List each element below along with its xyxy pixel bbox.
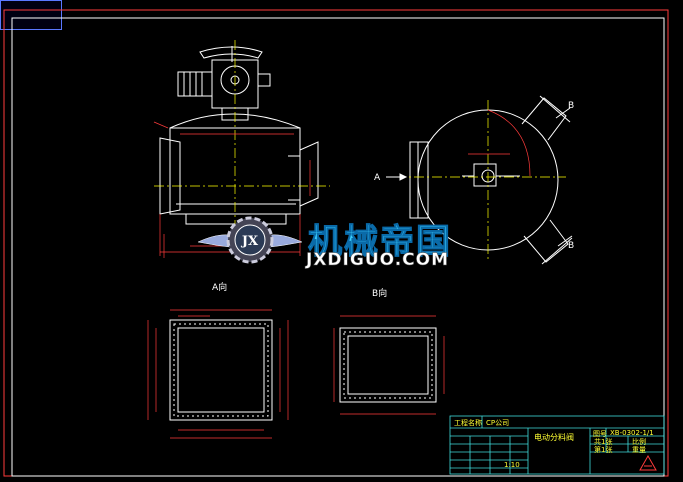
title-block <box>449 415 665 475</box>
side-dimensions <box>468 109 531 177</box>
actuator-motor <box>177 71 213 97</box>
project-value: CP公司 <box>486 419 510 427</box>
scale-value: 1:10 <box>504 461 520 469</box>
side-centerlines <box>396 100 566 262</box>
front-centerlines <box>154 40 330 232</box>
side-view[interactable] <box>409 95 573 265</box>
number-value: XB-0302-1/1 <box>610 429 654 437</box>
flange-left-dimensions <box>147 309 289 439</box>
arrow-a-label: A <box>374 173 381 183</box>
arrow-b-bottom-label: B <box>568 241 574 251</box>
drawing-title: 电动分料阀 <box>534 433 574 442</box>
arrow-b-top-label: B <box>568 101 574 111</box>
outlet-lower <box>523 219 569 263</box>
ratio-label: 比例 <box>632 438 646 446</box>
emblem-text: JX <box>241 234 259 249</box>
flange-view-right[interactable] <box>339 327 437 403</box>
drawing-tab[interactable] <box>0 0 62 30</box>
view-a-label: A向 <box>212 283 228 293</box>
watermark-url: JXDIGUO.COM <box>306 250 450 271</box>
watermark-title: 机械帝国 <box>308 222 452 263</box>
gear-emblem-icon: JX <box>197 216 303 264</box>
flange-right-dimensions <box>333 315 445 415</box>
sheet-total: 共1张 <box>594 438 613 446</box>
project-label: 工程名称 <box>454 419 482 427</box>
view-b-label: B向 <box>372 289 388 299</box>
handwheel <box>199 46 263 59</box>
outlet-upper <box>521 97 567 141</box>
weight-label: 重量 <box>632 446 646 454</box>
sheet-current: 第1张 <box>594 446 613 454</box>
flange-view-left[interactable] <box>169 319 273 421</box>
section-arrows <box>386 107 573 247</box>
front-view[interactable] <box>159 46 319 225</box>
company-logo-icon <box>639 454 657 471</box>
number-label: 图号 <box>593 430 607 438</box>
inner-frame <box>11 17 665 477</box>
front-dimensions <box>153 121 311 258</box>
